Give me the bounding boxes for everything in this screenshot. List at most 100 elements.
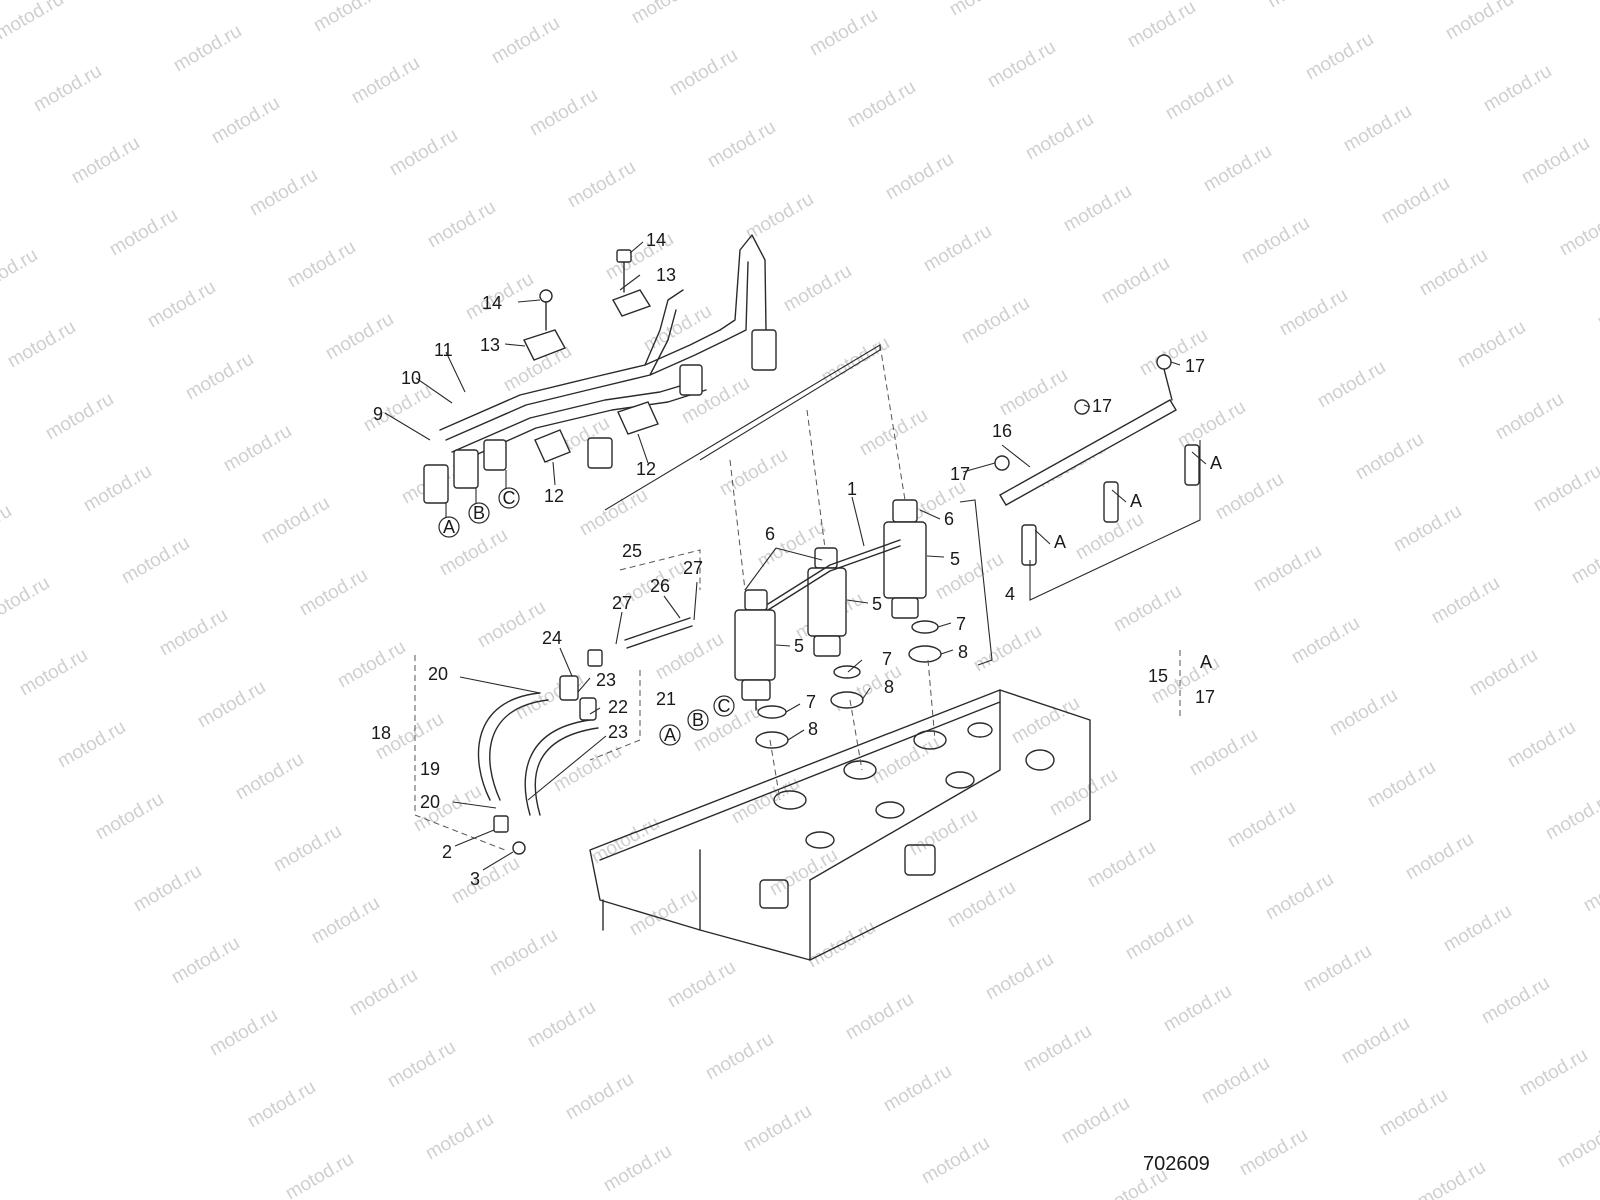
watermark-text: motod.ru: [206, 1005, 281, 1061]
watermark-text: motod.ru: [80, 461, 155, 517]
watermark-text: motod.ru: [958, 293, 1033, 349]
watermark-text: motod.ru: [806, 5, 881, 61]
watermark-text: motod.ru: [232, 749, 307, 805]
watermark-text: motod.ru: [740, 1101, 815, 1157]
callout-25: 25: [622, 541, 642, 561]
watermark-text: motod.ru: [1530, 461, 1600, 517]
watermark-text: motod.ru: [880, 1061, 955, 1117]
watermark-text: motod.ru: [1492, 389, 1567, 445]
watermark-text: motod.ru: [0, 573, 53, 629]
watermark-text: motod.ru: [882, 149, 957, 205]
watermark-text: motod.ru: [944, 877, 1019, 933]
watermark-text: motod.ru: [1378, 173, 1453, 229]
watermark-text: motod.ru: [1480, 61, 1555, 117]
leader-lines: [384, 241, 1207, 871]
watermark-text: motod.ru: [1568, 533, 1600, 589]
watermark-text: motod.ru: [564, 157, 639, 213]
watermark-text: motod.ru: [246, 165, 321, 221]
detail-letter-b: B: [687, 709, 709, 731]
watermark-text: motod.ru: [194, 677, 269, 733]
watermark-text: motod.ru: [244, 1077, 319, 1133]
watermark-text: motod.ru: [550, 741, 625, 797]
watermark-text: motod.ru: [666, 45, 741, 101]
watermark-text: motod.ru: [524, 997, 599, 1053]
callout-12: 12: [636, 459, 656, 479]
detail-letter-b: B: [468, 502, 490, 524]
watermark-text: motod.ru: [0, 0, 67, 44]
callout-13: 13: [480, 335, 500, 355]
watermark-text: motod.ru: [384, 1037, 459, 1093]
watermark-text: motod.ru: [1238, 213, 1313, 269]
watermark-text: motod.ru: [1276, 285, 1351, 341]
watermark-text: motod.ru: [996, 365, 1071, 421]
callout-22: 22: [608, 697, 628, 717]
glow-plugs: [994, 354, 1200, 566]
watermark-text: motod.ru: [1542, 789, 1600, 845]
watermark-text: motod.ru: [1402, 829, 1477, 885]
watermark-text: motod.ru: [1162, 69, 1237, 125]
callout-4: 4: [1005, 584, 1015, 604]
watermark-text: motod.ru: [628, 0, 703, 28]
watermark-text: motod.ru: [1338, 1013, 1413, 1069]
fuel-return-hoses: [477, 617, 693, 855]
watermark-text: motod.ru: [562, 1069, 637, 1125]
watermark-text: motod.ru: [1008, 693, 1083, 749]
watermark-text: motod.ru: [1518, 133, 1593, 189]
watermark-text: motod.ru: [0, 173, 3, 229]
watermark-text: motod.ru: [4, 317, 79, 373]
watermark-text: motod.ru: [1580, 861, 1600, 917]
watermark-text: motod.ru: [1020, 1021, 1095, 1077]
watermark-text: motod.ru: [16, 645, 91, 701]
watermark-text: motod.ru: [310, 0, 385, 36]
watermark-text: motod.ru: [182, 349, 257, 405]
detail-letter-text: B: [692, 710, 704, 730]
detail-letter-text: C: [503, 488, 516, 508]
detail-letter-markers: A B C A B C: [438, 487, 735, 746]
detail-letter-c: C: [713, 695, 735, 717]
watermark-text: motod.ru: [842, 989, 917, 1045]
watermark-text: motod.ru: [1098, 253, 1173, 309]
watermark-text: motod.ru: [1516, 1045, 1591, 1101]
watermark-text: motod.ru: [92, 789, 167, 845]
watermark-text: motod.ru: [296, 565, 371, 621]
watermark-text: motod.ru: [386, 125, 461, 181]
watermark-text: motod.ru: [486, 925, 561, 981]
detail-letter-a: A: [438, 516, 460, 538]
watermark-text: motod.ru: [1058, 1093, 1133, 1149]
watermark-text: motod.ru: [664, 957, 739, 1013]
cylinder-head: [589, 689, 1091, 961]
watermark-text: motod.ru: [1122, 909, 1197, 965]
callout-23: 23: [596, 670, 616, 690]
watermark-text: motod.ru: [918, 1133, 993, 1189]
watermark-text: motod.ru: [1110, 581, 1185, 637]
watermark-text: motod.ru: [1454, 317, 1529, 373]
watermark-text: motod.ru: [526, 85, 601, 141]
watermark-text: motod.ru: [68, 133, 143, 189]
watermark-text: motod.ru: [132, 0, 207, 4]
fuel-injection-pipes: [423, 234, 777, 504]
watermark-text: motod.ru: [1060, 181, 1135, 237]
watermark-text: motod.ru: [1314, 357, 1389, 413]
watermark-text: motod.ru: [1554, 1117, 1600, 1173]
callout-1: 1: [847, 479, 857, 499]
watermark-text: motod.ru: [308, 893, 383, 949]
callout-5: 5: [794, 636, 804, 656]
watermark-text: motod.ru: [422, 1109, 497, 1165]
watermark-text: motod.ru: [920, 221, 995, 277]
callout-6: 6: [944, 509, 954, 529]
callout-11: 11: [434, 340, 453, 360]
watermark-text: motod.ru: [1428, 573, 1503, 629]
callout-27: 27: [683, 558, 703, 578]
callout-26: 26: [650, 576, 670, 596]
watermark-text: motod.ru: [780, 261, 855, 317]
watermark-text: motod.ru: [946, 0, 1021, 20]
watermark-text: motod.ru: [1224, 797, 1299, 853]
watermark-text: motod.ru: [1376, 1085, 1451, 1141]
watermark-text: motod.ru: [1264, 0, 1339, 12]
watermark-text: motod.ru: [1124, 0, 1199, 52]
watermark-text: motod.ru: [170, 21, 245, 77]
watermark-text: motod.ru: [448, 853, 523, 909]
watermark-text: motod.ru: [1364, 757, 1439, 813]
